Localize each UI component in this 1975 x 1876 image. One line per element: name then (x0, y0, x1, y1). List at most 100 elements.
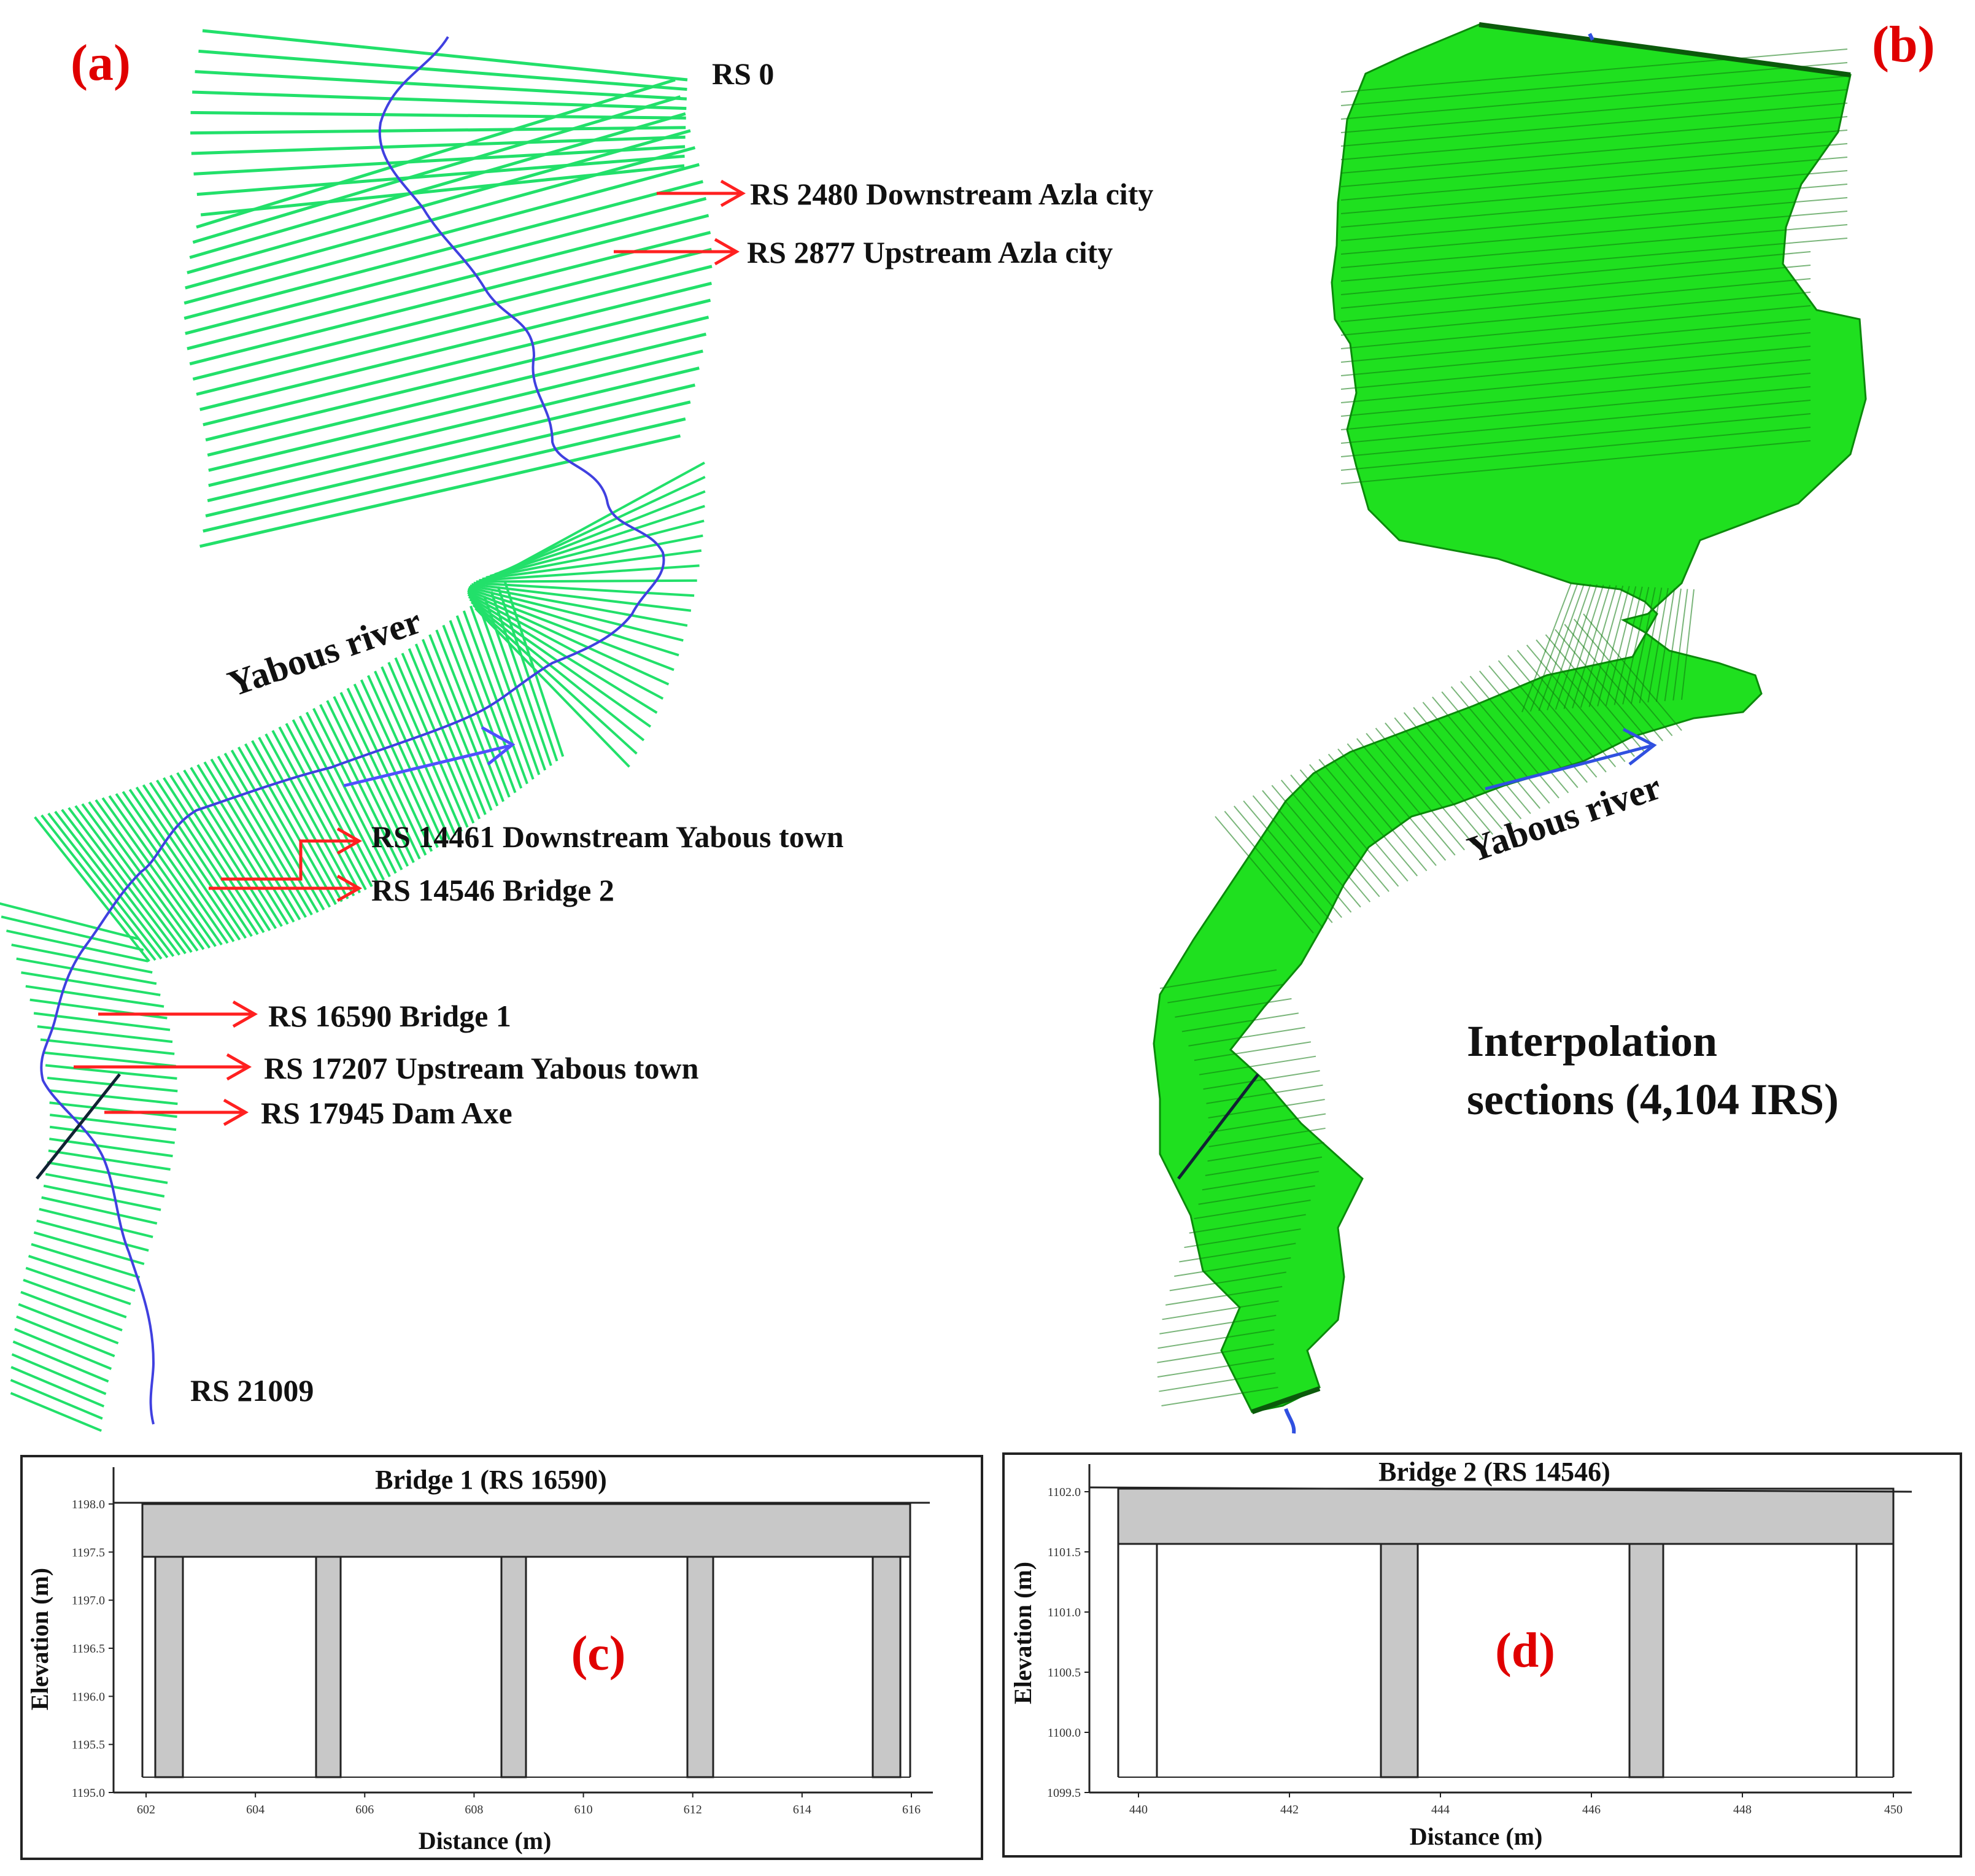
interpolation-section-line (1340, 211, 1848, 255)
interpolation-section-line (1203, 1070, 1320, 1090)
cross-section-line (312, 708, 397, 874)
cross-section-line (298, 715, 385, 881)
cross-section-line (190, 767, 289, 925)
cross-section-line (202, 29, 688, 82)
interpolation-section-line (1340, 116, 1848, 160)
cross-section-line (468, 586, 684, 642)
interpolation-section-line (1175, 998, 1292, 1018)
interpolation-section-line (1340, 278, 1811, 322)
tick-label: 610 (574, 1803, 593, 1816)
interpolation-section-line (1340, 197, 1848, 241)
label-rs14461: RS 14461 Downstream Yabous town (371, 820, 844, 854)
tick-label: 1197.5 (72, 1546, 105, 1559)
cross-section-line (10, 1366, 105, 1408)
cross-section-line (18, 1303, 119, 1345)
dam-section-b (1177, 1073, 1259, 1180)
tick-label: 1102.0 (1048, 1486, 1081, 1499)
tick-label: 1196.0 (72, 1690, 105, 1704)
cross-section-line (360, 679, 439, 848)
interpolation-section-line (1340, 346, 1811, 390)
cross-section-line (49, 1125, 175, 1144)
bridge1-pier (315, 1556, 342, 1778)
cross-section-line (184, 180, 703, 320)
interpolation-section-line (1167, 983, 1285, 1004)
interpolation-section-line (1681, 589, 1695, 700)
cross-section-line (401, 653, 475, 824)
interpolation-section-line (1547, 584, 1591, 711)
bridge2-ylabel: Elevation (m) (1009, 1562, 1037, 1704)
cross-section-line (196, 154, 685, 196)
cross-section-line (192, 90, 687, 110)
cross-section-line (265, 733, 355, 897)
panel-c-bridge-1: Bridge 1 (RS 16590) 1198.01197.51197.011… (20, 1455, 983, 1860)
cross-section-line (39, 1207, 153, 1238)
tick-label: 444 (1431, 1803, 1450, 1816)
interpolation-section-line (1498, 660, 1598, 778)
bridge1-ylabel: Elevation (m) (26, 1568, 53, 1710)
cross-section-line (470, 605, 535, 780)
interpolation-section-line (1243, 800, 1342, 918)
cross-section-line (193, 145, 686, 176)
cross-section-line (0, 902, 139, 940)
cross-section-line (122, 791, 229, 944)
cross-section-line (43, 1051, 176, 1068)
interpolation-section-line (1340, 143, 1848, 187)
cross-section-line (169, 774, 271, 931)
interpolation-section-line (1157, 1358, 1275, 1378)
cross-section-line (467, 593, 664, 700)
bridge1-pier (500, 1556, 527, 1778)
cross-section-line (490, 519, 705, 578)
interpolation-section-line (1340, 400, 1811, 444)
bridge1-title: Bridge 1 (RS 16590) (375, 1465, 607, 1495)
interpolation-section-line (1366, 732, 1465, 851)
bridge2-xlabel: Distance (m) (1410, 1823, 1543, 1850)
cross-section-line (21, 971, 161, 996)
cross-section-line (476, 600, 541, 775)
interpolation-section-line (1206, 1084, 1323, 1104)
interpolation-section-line (1572, 584, 1611, 708)
cross-section-line (10, 1392, 102, 1432)
cross-section-line (54, 810, 169, 959)
cross-section-line (135, 786, 241, 941)
bridge2-pier (1628, 1543, 1664, 1778)
label-rs17945: RS 17945 Dam Axe (261, 1096, 512, 1130)
cross-section-line (326, 700, 409, 867)
interpolation-section-line (1202, 1171, 1320, 1191)
interpolation-section-line (1169, 1271, 1286, 1292)
interpolation-section-line (1441, 691, 1540, 809)
label-rs14546: RS 14546 Bridge 2 (371, 873, 614, 907)
interpolation-section-line (1583, 613, 1682, 731)
cross-section-line (476, 579, 697, 583)
cross-section-line (49, 1101, 177, 1118)
cross-section-line (191, 135, 686, 155)
caption-line-1: Interpolation (1467, 1017, 1717, 1066)
cross-section-line (45, 1172, 165, 1198)
tick-label: 1195.0 (72, 1786, 105, 1800)
cross-section-line (41, 1196, 158, 1225)
cross-section-line (367, 675, 445, 844)
cross-section-line (1, 915, 144, 952)
interpolation-section-line (1340, 48, 1848, 93)
cross-section-line (467, 591, 670, 686)
interpolation-section-line (1538, 583, 1585, 711)
interpolation-section-line (1347, 743, 1447, 861)
interpolation-section-line (1588, 585, 1624, 707)
dam-axe-section (36, 1073, 121, 1180)
cross-section-line (185, 196, 707, 335)
interpolation-section-line (1672, 589, 1688, 701)
interpolation-section-line (1622, 587, 1650, 705)
interpolation-section-line (1340, 251, 1811, 295)
cross-section-line (16, 957, 157, 985)
cross-section-line (422, 638, 493, 811)
cross-section-line (41, 814, 157, 961)
interpolation-section-line (1385, 723, 1484, 840)
tick-label: 450 (1884, 1803, 1903, 1816)
interpolation-section-line (1529, 583, 1579, 712)
cross-section-line (292, 719, 379, 884)
tick-label: 1099.5 (1047, 1786, 1081, 1800)
cross-section-line (176, 772, 277, 929)
cross-section-line (81, 803, 193, 953)
